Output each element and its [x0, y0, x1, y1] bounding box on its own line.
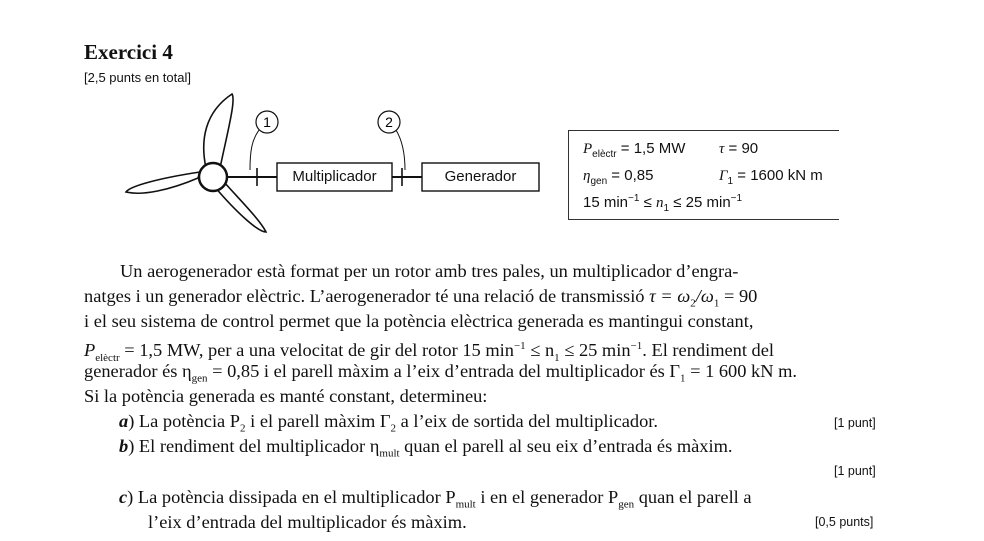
statement-line-2: natges i un generador elèctric. L’aeroge…: [84, 286, 758, 310]
question-c: c) La potència dissipada en el multiplic…: [119, 487, 752, 511]
callout-2-number: 2: [385, 114, 393, 130]
question-b-points: [1 punt]: [834, 464, 876, 478]
generador-box: [421, 162, 540, 192]
callout-1-leader: [249, 129, 260, 171]
given-efficiency: ηgen = 0,85: [583, 167, 654, 187]
rotor-blade-bottom: [212, 181, 268, 233]
callout-2-circle: [377, 110, 401, 134]
question-c-points: [0,5 punts]: [815, 515, 874, 529]
given-power: Pelèctr = 1,5 MW: [583, 140, 686, 160]
rotor-blade-top: [203, 92, 234, 169]
given-ratio: τ = 90: [719, 140, 759, 157]
exercise-total-points: [2,5 punts en total]: [84, 70, 191, 85]
exercise-title: Exercici 4: [84, 40, 173, 64]
statement-line-6: Si la potència generada es manté constan…: [84, 386, 488, 406]
question-a: a) La potència P2 i el parell màxim Γ2 a…: [119, 411, 658, 435]
wind-turbine-diagram: 1 2: [124, 92, 540, 233]
given-speed-range: 15 min−1 ≤ n1 ≤ 25 min−1: [583, 193, 743, 214]
statement-line-5: generador és ηgen = 0,85 i el parell màx…: [84, 361, 798, 385]
multiplicador-box: [276, 162, 393, 192]
given-data-box: Pelèctr = 1,5 MW τ = 90 ηgen = 0,85 Γ1 =…: [568, 130, 839, 220]
multiplicador-label: Multiplicador: [292, 168, 377, 185]
statement-line-3: i el seu sistema de control permet que l…: [84, 311, 754, 331]
callout-1-number: 1: [263, 114, 271, 130]
generador-label: Generador: [444, 168, 517, 185]
rotor-blade-left: [124, 171, 202, 195]
given-torque: Γ1 = 1600 kN m: [719, 167, 823, 187]
callout-2-leader: [395, 129, 406, 171]
rotor-hub: [197, 161, 229, 193]
question-c-line-2: l’eix d’entrada del multiplicador és màx…: [148, 512, 467, 532]
statement-line-4: Pelèctr = 1,5 MW, per a una velocitat de…: [84, 340, 775, 364]
callout-1-circle: [255, 110, 279, 134]
statement-line-1: Un aerogenerador està format per un roto…: [120, 261, 739, 281]
question-a-points: [1 punt]: [834, 416, 876, 430]
question-b: b) El rendiment del multiplicador ηmult …: [119, 436, 733, 460]
